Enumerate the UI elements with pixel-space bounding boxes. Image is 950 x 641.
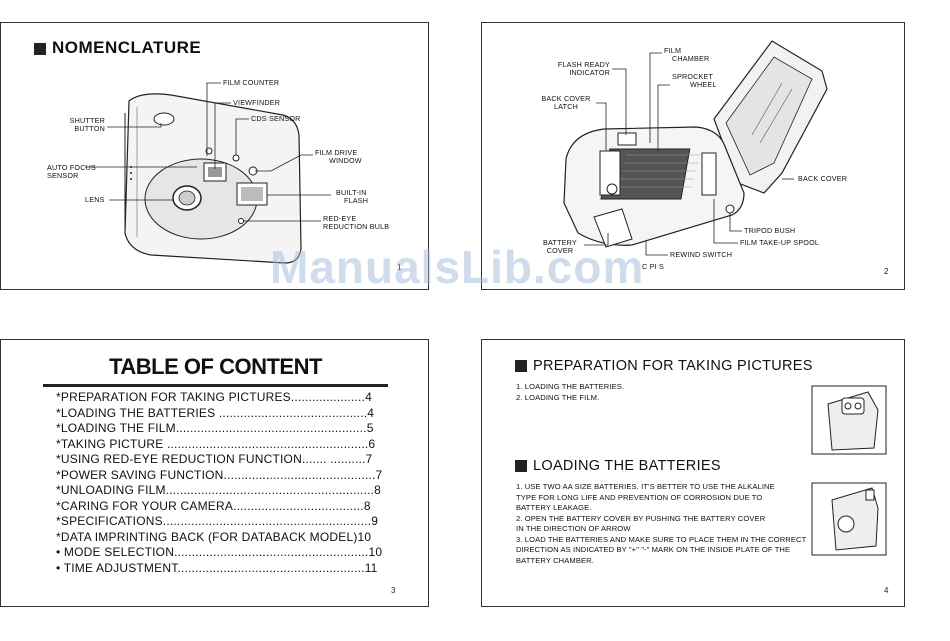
toc-entry[interactable]: *SPECIFICATIONS.........................…: [56, 514, 379, 528]
toc-entry[interactable]: *LOADING THE FILM.......................…: [56, 421, 374, 435]
toc-list: *PREPARATION FOR TAKING PICTURES........…: [56, 390, 386, 576]
toc-divider: [43, 384, 388, 387]
preparation-steps: 1. LOADING THE BATTERIES. 2. LOADING THE…: [516, 382, 625, 402]
toc-entry[interactable]: *TAKING PICTURE ........................…: [56, 436, 376, 451]
section-heading-loading-batteries: LOADING THE BATTERIES: [515, 458, 721, 474]
bullet-square-icon: [515, 360, 527, 373]
page-number: 1: [397, 263, 402, 272]
page-preparation: PREPARATION FOR TAKING PICTURES 1. LOADI…: [481, 339, 905, 607]
page-number: 3: [391, 586, 396, 595]
toc-entry[interactable]: *POWER SAVING FUNCTION..................…: [56, 467, 383, 482]
page-table-of-content: TABLE OF CONTENT *PREPARATION FOR TAKING…: [0, 339, 429, 607]
toc-entry[interactable]: *DATA IMPRINTING BACK (FOR DATABACK MODE…: [56, 529, 372, 544]
battery-illustrations: [811, 385, 887, 556]
toc-title: TABLE OF CONTENT: [109, 354, 322, 379]
loading-batteries-instructions: 1. USE TWO AA SIZE BATTERIES. IT'S BETTE…: [516, 482, 807, 565]
label-partial-text: C PI S: [642, 262, 664, 271]
bullet-square-icon: [34, 42, 46, 55]
label-film-counter: FILM COUNTER: [223, 78, 280, 87]
label-film-take-up-spool: FILM TAKE-UP SPOOL: [740, 238, 820, 247]
toc-entry[interactable]: *USING RED-EYE REDUCTION FUNCTION.......…: [56, 452, 373, 466]
label-back-cover: BACK COVER: [798, 174, 848, 183]
page-number: 2: [884, 267, 889, 276]
label-viewfinder: VIEWFINDER: [233, 98, 281, 107]
label-lens: LENS: [85, 195, 105, 204]
camera-back-illustration: [563, 40, 828, 256]
page-nomenclature: NOMENCLATURE FILM COUNTER: [0, 22, 429, 290]
toc-entry[interactable]: • TIME ADJUSTMENT.......................…: [56, 560, 378, 575]
toc-entry[interactable]: *LOADING THE BATTERIES .................…: [56, 405, 375, 420]
label-tripod-bush: TRIPOD BUSH: [744, 226, 796, 235]
toc-entry[interactable]: • MODE SELECTION........................…: [56, 545, 383, 559]
camera-front-illustration: [85, 82, 331, 264]
bullet-square-icon: [515, 460, 527, 473]
label-cds-sensor: CDS SENSOR: [251, 114, 301, 123]
toc-entry[interactable]: *UNLOADING FILM.........................…: [56, 483, 382, 497]
label-rewind-switch: REWIND SWITCH: [670, 250, 733, 259]
page-number: 4: [884, 586, 889, 595]
toc-entry[interactable]: *PREPARATION FOR TAKING PICTURES........…: [56, 390, 372, 404]
section-heading-preparation: PREPARATION FOR TAKING PICTURES: [515, 358, 813, 374]
toc-entry[interactable]: *CARING FOR YOUR CAMERA.................…: [56, 498, 371, 513]
nomenclature-heading: NOMENCLATURE: [34, 38, 201, 58]
